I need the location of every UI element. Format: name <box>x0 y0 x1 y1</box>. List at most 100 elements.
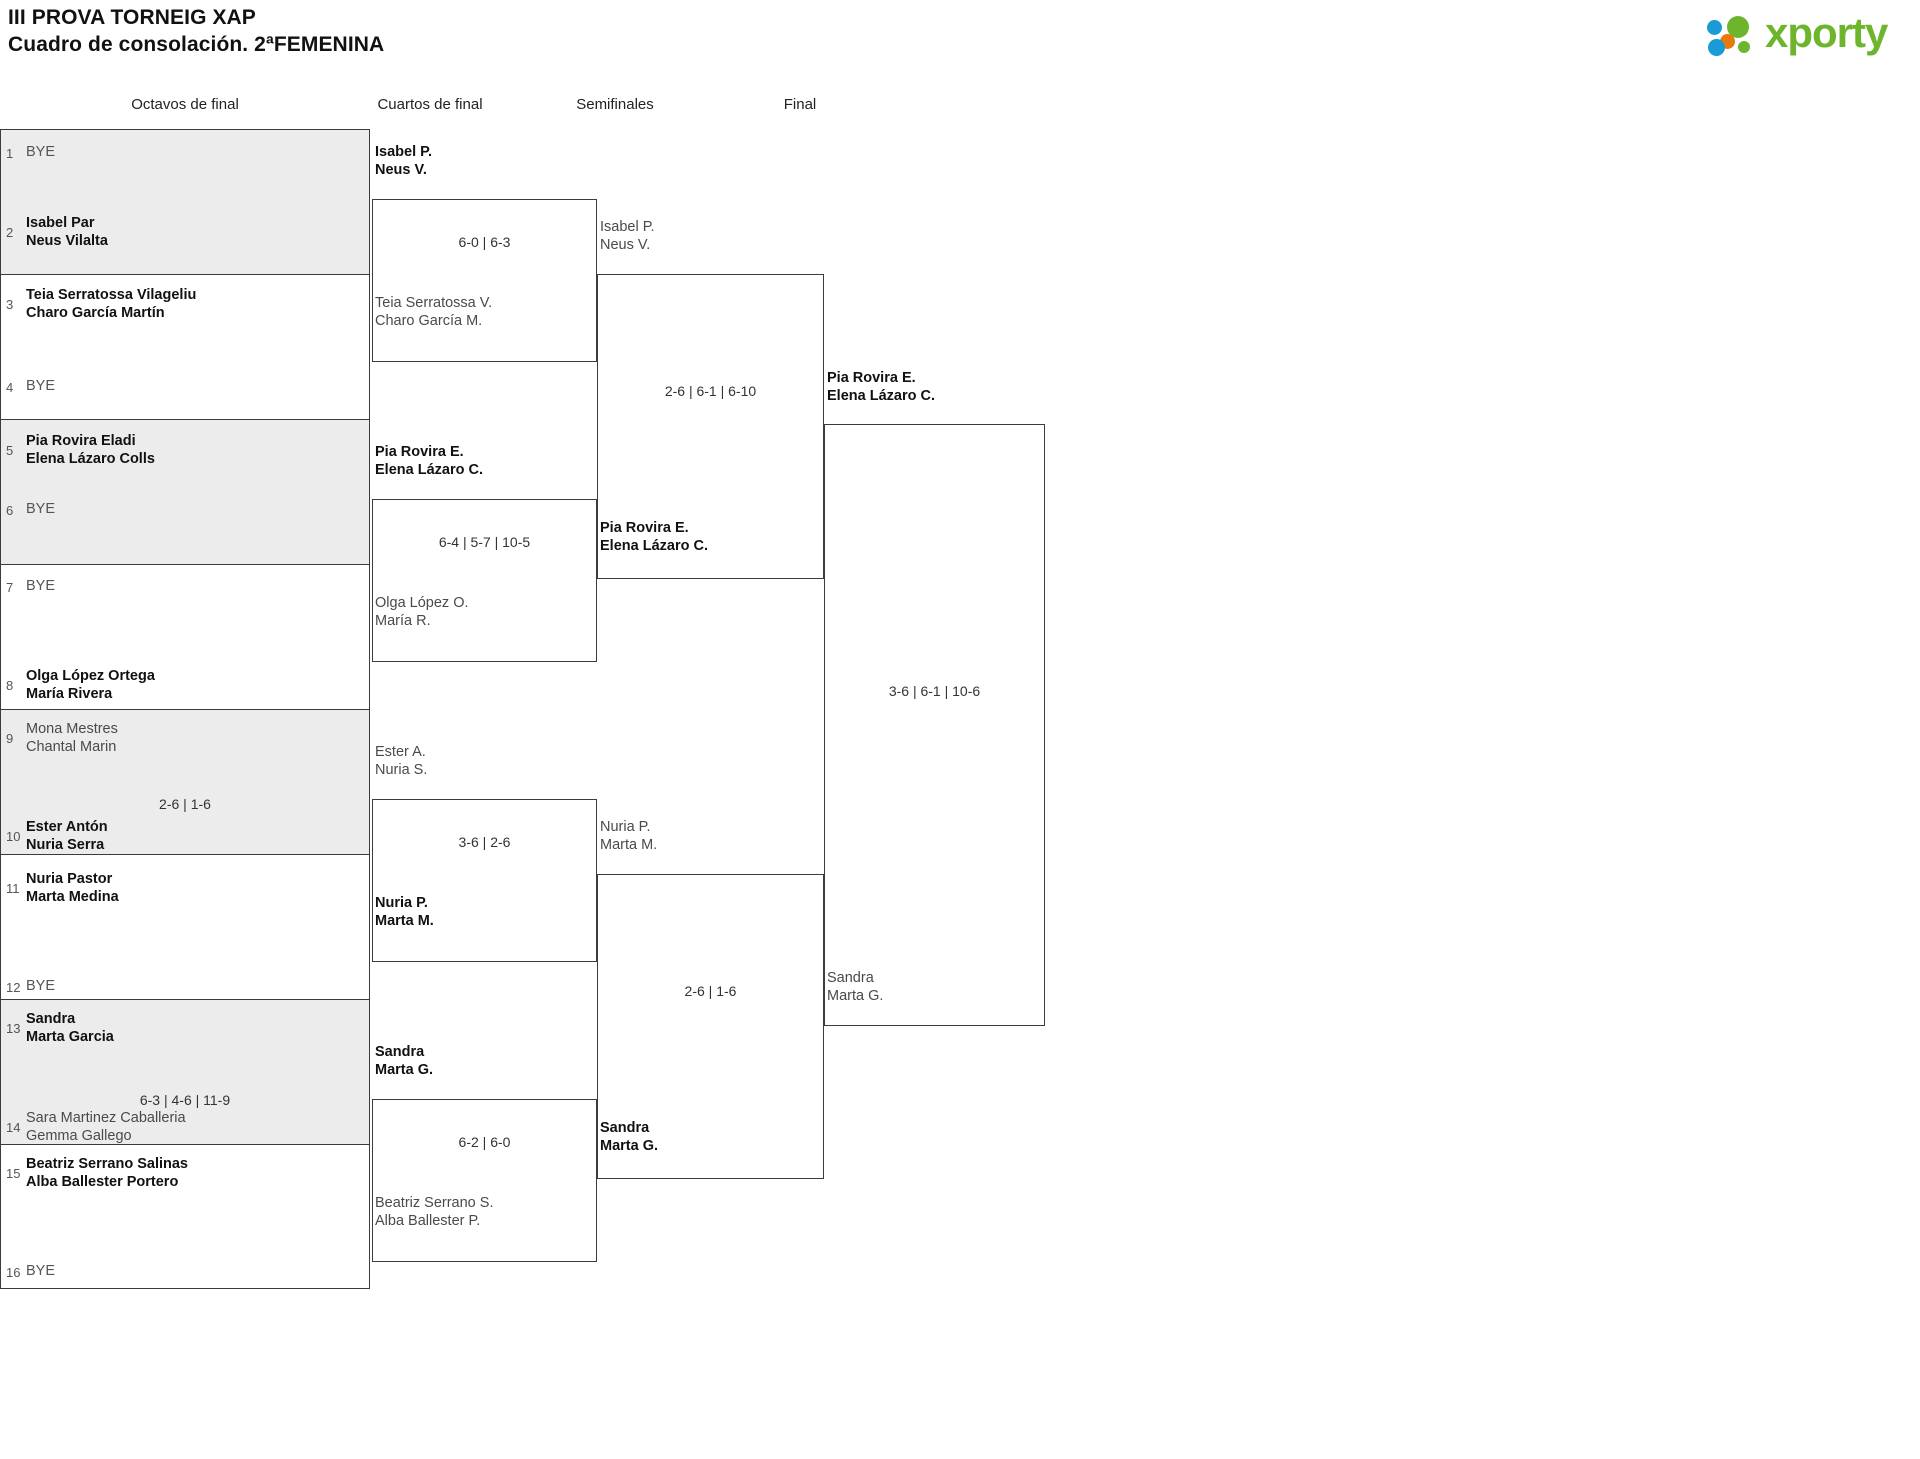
r1-slot-4[interactable]: 4 BYE <box>0 374 370 404</box>
r1-seed-13: 13 <box>6 1021 21 1036</box>
page-header: III PROVA TORNEIG XAP Cuadro de consolac… <box>0 0 1920 78</box>
bracket-subtitle: Cuadro de consolación. 2ªFEMENINA <box>8 33 385 57</box>
r1-names-7: BYE <box>26 578 56 594</box>
r2-m2-score: 6-4 | 5-7 | 10-5 <box>438 534 531 550</box>
r1-seed-12: 12 <box>6 980 21 995</box>
logo-dots-icon <box>1707 16 1763 56</box>
r2-m1-score: 6-0 | 6-3 <box>458 234 511 250</box>
r1-sep-5 <box>0 854 370 855</box>
r4-m1-top[interactable]: Pia Rovira E.Elena Lázaro C. <box>827 370 935 404</box>
r3-m1-top[interactable]: Isabel P.Neus V. <box>600 219 655 253</box>
r1-pair-shade-5 <box>1 709 370 854</box>
logo-dot-blue-top <box>1707 20 1722 35</box>
r3-m1-bottom[interactable]: Pia Rovira E.Elena Lázaro C. <box>600 520 708 554</box>
r3-m2-box <box>597 874 824 1179</box>
r1-seed-6: 6 <box>6 503 14 518</box>
r1-names-1: BYE <box>26 144 56 160</box>
round-heading-cuartos: Cuartos de final <box>377 96 483 113</box>
r4-m1-box <box>824 424 1045 1026</box>
r1-slot-1[interactable]: 1 BYE <box>0 140 370 170</box>
r2-m3-score: 3-6 | 2-6 <box>458 834 511 850</box>
r2-m3-top[interactable]: Ester A.Nuria S. <box>375 744 428 778</box>
r1-seed-15: 15 <box>6 1166 21 1181</box>
r1-sep-3 <box>0 564 370 565</box>
r2-m3-bottom[interactable]: Nuria P.Marta M. <box>375 895 434 929</box>
r1-seed-2: 2 <box>6 225 14 240</box>
r1-slot-12[interactable]: 12 BYE <box>0 974 370 1004</box>
logo-dot-green-small <box>1738 41 1750 53</box>
r2-m4-score: 6-2 | 6-0 <box>458 1134 511 1150</box>
r1-seed-5: 5 <box>6 443 14 458</box>
r1-slot-7[interactable]: 7 BYE <box>0 574 370 604</box>
r2-m1-top[interactable]: Isabel P.Neus V. <box>375 144 432 178</box>
round-heading-octavos: Octavos de final <box>131 96 239 113</box>
r2-m1-box <box>372 199 597 362</box>
r1-seed-10: 10 <box>6 829 21 844</box>
r3-m2-top[interactable]: Nuria P.Marta M. <box>600 819 658 853</box>
r3-m1-score: 2-6 | 6-1 | 6-10 <box>664 383 757 399</box>
r2-m3-box <box>372 799 597 962</box>
r1-seed-11: 11 <box>6 881 20 896</box>
r2-m2-bottom[interactable]: Olga López O.María R. <box>375 595 469 629</box>
xporty-logo[interactable]: xporty <box>1707 9 1907 58</box>
r3-m1-box <box>597 274 824 579</box>
r1-seed-1: 1 <box>6 146 14 161</box>
r1-pair-shade-7 <box>1 999 370 1144</box>
r1-names-16: BYE <box>26 1263 56 1279</box>
logo-dot-green-big <box>1727 16 1749 38</box>
r1-seed-3: 3 <box>6 297 14 312</box>
r2-m4-box <box>372 1099 597 1262</box>
r1-sep-6 <box>0 999 370 1000</box>
tournament-title: III PROVA TORNEIG XAP <box>8 6 256 29</box>
r2-m1-bottom[interactable]: Teia Serratossa V.Charo García M. <box>375 295 493 329</box>
r1-score-7: 6-3 | 4-6 | 11-9 <box>139 1092 231 1108</box>
r1-seed-14: 14 <box>6 1120 21 1135</box>
r1-names-12: BYE <box>26 978 56 994</box>
r1-sep-7 <box>0 1144 370 1145</box>
r1-pair-shade-1 <box>1 129 370 274</box>
r3-m2-score: 2-6 | 1-6 <box>684 983 737 999</box>
r1-pair-shade-3 <box>1 419 370 564</box>
r2-m2-top[interactable]: Pia Rovira E.Elena Lázaro C. <box>375 444 483 478</box>
r1-names-4: BYE <box>26 378 56 394</box>
r1-seed-4: 4 <box>6 380 14 395</box>
r2-m4-bottom[interactable]: Beatriz Serrano S.Alba Ballester P. <box>375 1195 494 1229</box>
r1-slot-6[interactable]: 6 BYE <box>0 497 370 527</box>
r1-names-6: BYE <box>26 501 56 517</box>
r1-seed-9: 9 <box>6 731 14 746</box>
r1-sep-2 <box>0 419 370 420</box>
r1-score-5: 2-6 | 1-6 <box>159 796 211 812</box>
r1-seed-7: 7 <box>6 580 14 595</box>
logo-dot-blue-bottom <box>1708 39 1725 56</box>
r1-slot-16[interactable]: 16 BYE <box>0 1259 370 1289</box>
r1-sep-1 <box>0 274 370 275</box>
r2-m2-box <box>372 499 597 662</box>
r1-sep-4 <box>0 709 370 710</box>
logo-wordmark: xporty <box>1765 9 1888 56</box>
r1-seed-8: 8 <box>6 678 14 693</box>
round-heading-semifinales: Semifinales <box>576 96 654 113</box>
